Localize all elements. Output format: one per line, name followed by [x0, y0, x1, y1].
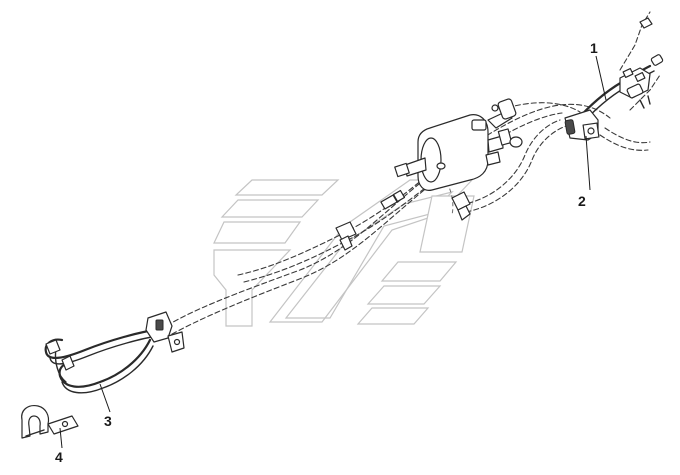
callout-labels: 1 2 3 4 [55, 40, 598, 465]
line-fittings [335, 162, 471, 251]
watermark-logo [213, 179, 475, 327]
callout-2: 2 [578, 193, 586, 209]
part-4-clamp [21, 405, 79, 439]
callout-3: 3 [104, 413, 112, 429]
central-valve-assembly [394, 98, 523, 191]
part-2-tee-fitting [564, 109, 600, 141]
callout-4: 4 [55, 449, 63, 465]
part-3-hose-assembly [44, 311, 185, 394]
callout-1: 1 [590, 40, 598, 56]
leader-lines [59, 55, 607, 449]
